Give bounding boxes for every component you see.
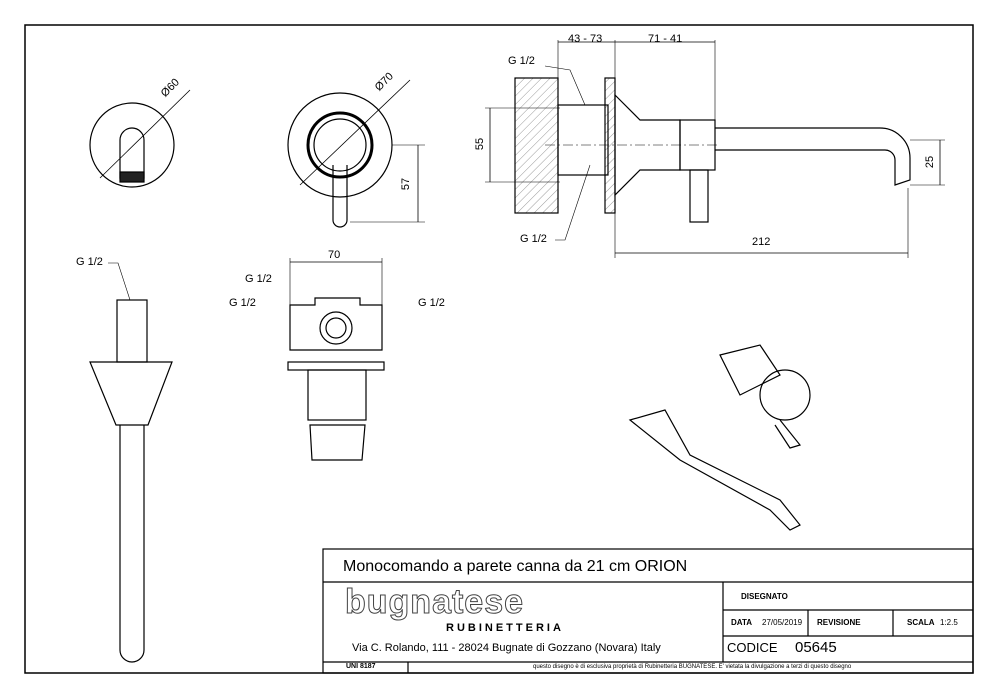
side-section-view	[485, 40, 945, 258]
body-rear-view	[287, 258, 385, 461]
code-label: CODICE	[727, 640, 778, 655]
drawn-label: DISEGNATO	[741, 592, 788, 601]
disclaimer: questo disegno è di esclusiva proprietà …	[533, 664, 852, 670]
standard-label: UNI 8187	[346, 663, 376, 670]
date-label: DATA	[731, 618, 753, 627]
dim-thread-side-bottom: G 1/2	[520, 233, 547, 245]
isometric-view	[628, 344, 811, 531]
front-view-small	[89, 89, 191, 188]
front-view-large	[287, 79, 425, 228]
dim-lever-height: 57	[400, 177, 413, 191]
company-address: Via C. Rolando, 111 - 28024 Bugnate di G…	[352, 642, 661, 654]
dim-body-height: 55	[474, 137, 487, 151]
dim-wall-range: 43 - 73	[568, 33, 603, 45]
brand-subtitle: RUBINETTERIA	[446, 622, 564, 634]
spout-side-view	[89, 262, 173, 663]
drawing-title: Monocomando a parete canna da 21 cm ORIO…	[343, 558, 688, 575]
code-value: 05645	[795, 639, 837, 656]
dim-thread-spout: G 1/2	[76, 256, 103, 268]
dim-body-width: 70	[328, 249, 341, 261]
dim-spout-length: 212	[752, 236, 771, 248]
scale-label: SCALA	[907, 618, 935, 627]
dim-spout-height: 25	[924, 155, 937, 169]
dim-thread-side-top: G 1/2	[508, 55, 535, 67]
dim-thread-body-left: G 1/2	[229, 297, 256, 309]
revision-label: REVISIONE	[817, 618, 861, 627]
dim-thread-body-top: G 1/2	[245, 273, 272, 285]
date-value: 27/05/2019	[762, 618, 803, 627]
scale-value: 1:2.5	[940, 618, 958, 627]
title-block	[322, 548, 974, 674]
dim-thread-body-right: G 1/2	[418, 297, 445, 309]
brand-logo: bugnatese	[344, 583, 525, 621]
dim-projection-range: 71 - 41	[648, 33, 683, 45]
